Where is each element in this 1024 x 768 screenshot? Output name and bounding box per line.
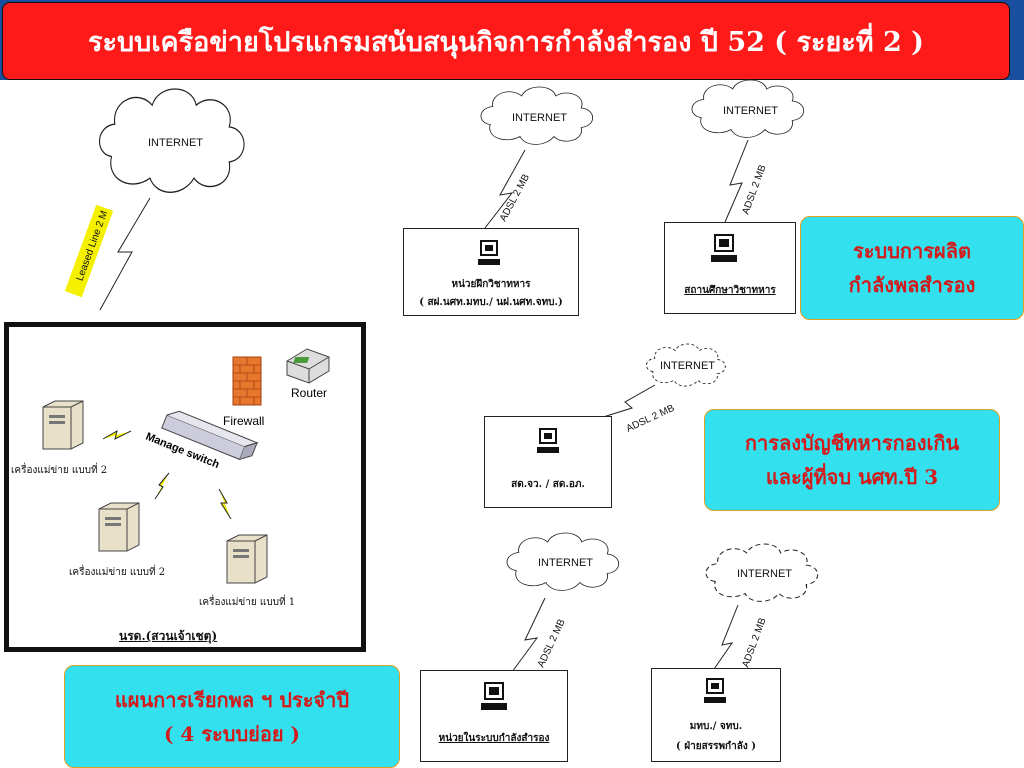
site-reserve-unit: หน่วยในระบบกำลังสำรอง [420, 670, 568, 762]
page-title: ระบบเครือข่ายโปรแกรมสนับสนุนกิจการกำลังส… [2, 2, 1010, 80]
site-label: มทบ./ จทบ. [689, 721, 743, 732]
firewall-label: Firewall [223, 414, 264, 428]
link-bolt [154, 472, 170, 500]
adsl-link-5 [711, 604, 739, 673]
leased-line-link [99, 197, 151, 311]
cloud-label: INTERNET [148, 137, 203, 149]
callout-line: ( 4 ระบบย่อย ) [163, 721, 301, 746]
router-icon [286, 348, 330, 384]
leased-line-label-bg [64, 204, 114, 298]
cloud-label: INTERNET [660, 360, 715, 372]
cloud-label: INTERNET [538, 557, 593, 569]
adsl-label-3: ADSL 2 MB [625, 403, 677, 435]
callout-line: การลงบัญชีทหารกองเกิน [744, 431, 960, 455]
server-label: เครื่องแม่ข่าย แบบที่ 2 [69, 567, 166, 578]
lan-diagram: Router Firewall Manage switch [42, 348, 330, 584]
adsl-label-1: ADSL 2 MB [498, 172, 532, 223]
callout-registration: การลงบัญชีทหารกองเกิน และผู้ที่จบ นศท.ปี… [704, 409, 1000, 511]
callout-line: ระบบการผลิต [853, 239, 971, 263]
workstation-icon [537, 428, 559, 453]
adsl-link-3 [599, 384, 656, 419]
cloud-label: INTERNET [512, 112, 567, 124]
internet-cloud-3 [646, 343, 726, 387]
workstation-icon [478, 240, 500, 265]
workstation-icon [711, 234, 737, 262]
site-military-school: สถานศึกษาวิชาทหาร [664, 222, 796, 314]
cloud-label: INTERNET [723, 105, 778, 117]
site-sublabel: ( ฝ่ายสรรพกำลัง ) [676, 741, 756, 752]
callout-line: และผู้ที่จบ นศท.ปี 3 [765, 465, 939, 489]
hq-lan-panel: Router Firewall Manage switch [4, 322, 366, 652]
server-label: เครื่องแม่ข่าย แบบที่ 1 [199, 597, 296, 608]
cloud-label: INTERNET [737, 568, 792, 580]
site-sd: สด.จว. / สด.อภ. [484, 416, 612, 508]
server-label: เครื่องแม่ข่าย แบบที่ 2 [11, 465, 108, 476]
site-label: หน่วยในระบบกำลังสำรอง [438, 733, 550, 744]
site-training-unit: หน่วยฝึกวิชาทหาร ( สฝ.นศท.มทบ./ นฝ.นศท.จ… [403, 228, 579, 316]
site-label: สถานศึกษาวิชาทหาร [684, 285, 776, 296]
site-label: สด.จว. / สด.อภ. [511, 479, 585, 490]
adsl-label-2: ADSL 2 MB [740, 163, 768, 216]
server-icon [226, 534, 268, 584]
site-label: หน่วยฝึกวิชาทหาร [451, 279, 531, 290]
server-icon [98, 502, 140, 552]
firewall-icon [232, 356, 262, 406]
callout-call-plan: แผนการเรียกพล ฯ ประจำปี ( 4 ระบบย่อย ) [64, 665, 400, 768]
link-bolt [218, 488, 232, 520]
callout-line: แผนการเรียกพล ฯ ประจำปี [114, 687, 350, 712]
adsl-link-2 [724, 139, 749, 223]
switch-icon [161, 410, 259, 461]
adsl-label-4: ADSL 2 MB [536, 617, 568, 669]
workstation-icon [481, 682, 507, 710]
link-bolt [102, 429, 132, 440]
site-mtb: มทบ./ จทบ. ( ฝ่ายสรรพกำลัง ) [651, 668, 781, 762]
router-label: Router [291, 386, 327, 400]
adsl-label-5: ADSL 2 MB [740, 616, 768, 669]
site-sublabel: ( สฝ.นศท.มทบ./ นฝ.นศท.จทบ.) [419, 297, 563, 308]
callout-production: ระบบการผลิต กำลังพลสำรอง [800, 216, 1024, 320]
callout-line: กำลังพลสำรอง [848, 273, 976, 297]
adsl-link-1 [484, 149, 526, 229]
adsl-link-4 [511, 597, 546, 673]
internet-cloud-5 [705, 543, 819, 602]
workstation-icon [704, 678, 726, 703]
server-icon [42, 400, 84, 450]
lan-caption: นรด.(สวนเจ้าเชตุ) [119, 629, 218, 643]
